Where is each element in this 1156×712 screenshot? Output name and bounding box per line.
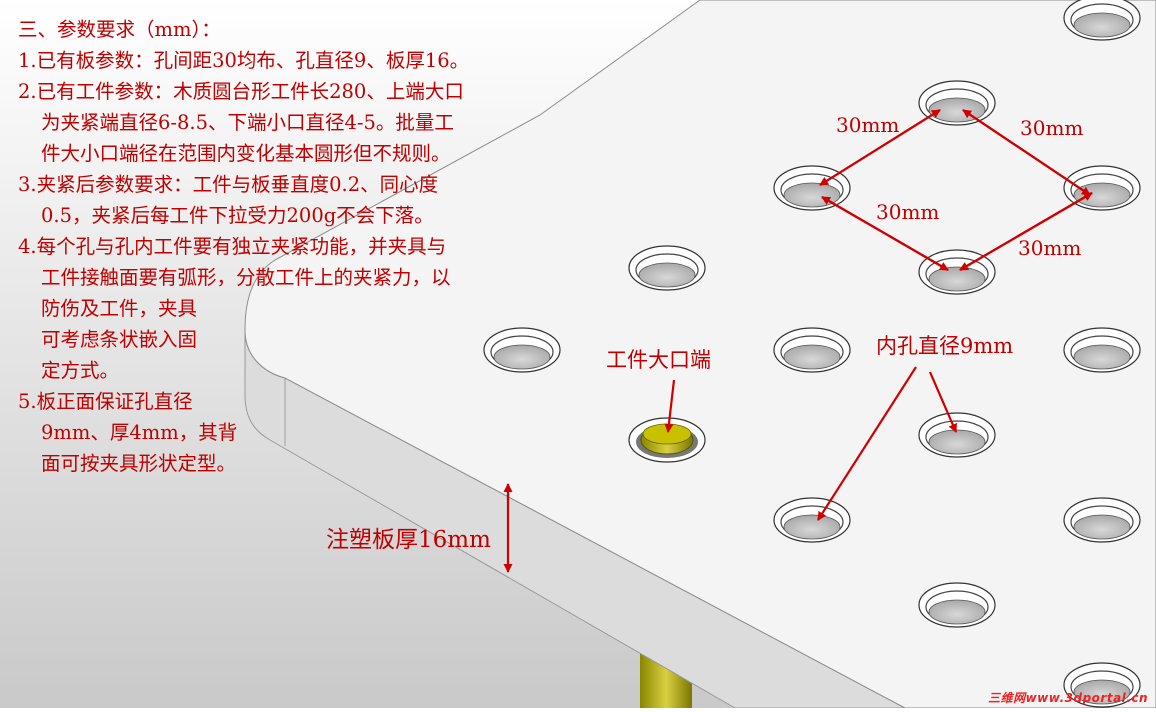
hole: [1063, 327, 1141, 373]
hole: [1063, 497, 1141, 543]
requirement-2-line-1: 2.已有工件参数：木质圆台形工件长280、上端大口: [18, 80, 464, 103]
plate-top-surface: [244, 0, 1156, 709]
requirement-4-line-5: 定方式。: [41, 359, 120, 382]
requirement-3-line-1: 3.夹紧后参数要求：工件与板垂直度0.2、同心度: [18, 173, 439, 196]
label-spacing-bottom-left: 30mm: [876, 200, 940, 224]
hole: [773, 497, 851, 543]
spacing-arrows: [503, 109, 1093, 573]
requirement-5-line-2: 9mm、厚4mm，其背: [41, 421, 238, 444]
requirement-2-line-3: 件大小口端径在范围内变化基本圆形但不规则。: [41, 142, 451, 165]
label-workpiece-end: 工件大口端: [606, 348, 711, 372]
requirement-5-line-3: 面可按夹具形状定型。: [41, 452, 237, 475]
arrow-inner-hole-2: [928, 371, 958, 433]
label-inner-hole: 内孔直径9mm: [876, 334, 1014, 358]
hole: [918, 80, 996, 126]
hole: [1063, 662, 1141, 708]
label-plate-thickness: 注塑板厚16mm: [326, 527, 491, 553]
requirement-4-line-1: 4.每个孔与孔内工件要有独立夹紧功能，并夹具与: [18, 235, 447, 258]
hole: [483, 327, 561, 373]
watermark-logo: 三维网www.3dportal.cn: [988, 691, 1148, 705]
label-spacing-top-right: 30mm: [1020, 116, 1084, 140]
requirement-4-line-4: 可考虑条状嵌入固: [41, 328, 198, 351]
requirements-title: 三、参数要求（mm）：: [18, 18, 221, 41]
requirement-4-line-2: 工件接触面要有弧形，分散工件上的夹紧力，以: [41, 266, 451, 289]
label-spacing-bottom-right: 30mm: [1018, 236, 1082, 260]
hole: [628, 245, 706, 291]
hole: [918, 412, 996, 458]
hole: [1063, 0, 1141, 41]
workpiece-large-end: [628, 417, 706, 463]
arrow-inner-hole-1: [817, 366, 917, 521]
hole: [918, 582, 996, 628]
requirement-1-line-1: 1.已有板参数：孔间距30均布、孔直径9、板厚16。: [18, 49, 470, 72]
requirements-text: 三、参数要求（mm）： 1.已有板参数：孔间距30均布、孔直径9、板厚16。 2.…: [18, 14, 578, 479]
requirement-5-line-1: 5.板正面保证孔直径: [18, 390, 193, 413]
arrow-workpiece: [664, 379, 676, 433]
requirement-3-line-2: 0.5，夹紧后每工件下拉受力200g不会下落。: [41, 204, 434, 227]
requirement-4-line-3: 防伤及工件，夹具: [41, 297, 198, 320]
requirement-2-line-2: 为夹紧端直径6-8.5、下端小口直径4-5。批量工: [41, 111, 454, 134]
hole: [773, 327, 851, 373]
label-spacing-top-left: 30mm: [836, 113, 900, 137]
